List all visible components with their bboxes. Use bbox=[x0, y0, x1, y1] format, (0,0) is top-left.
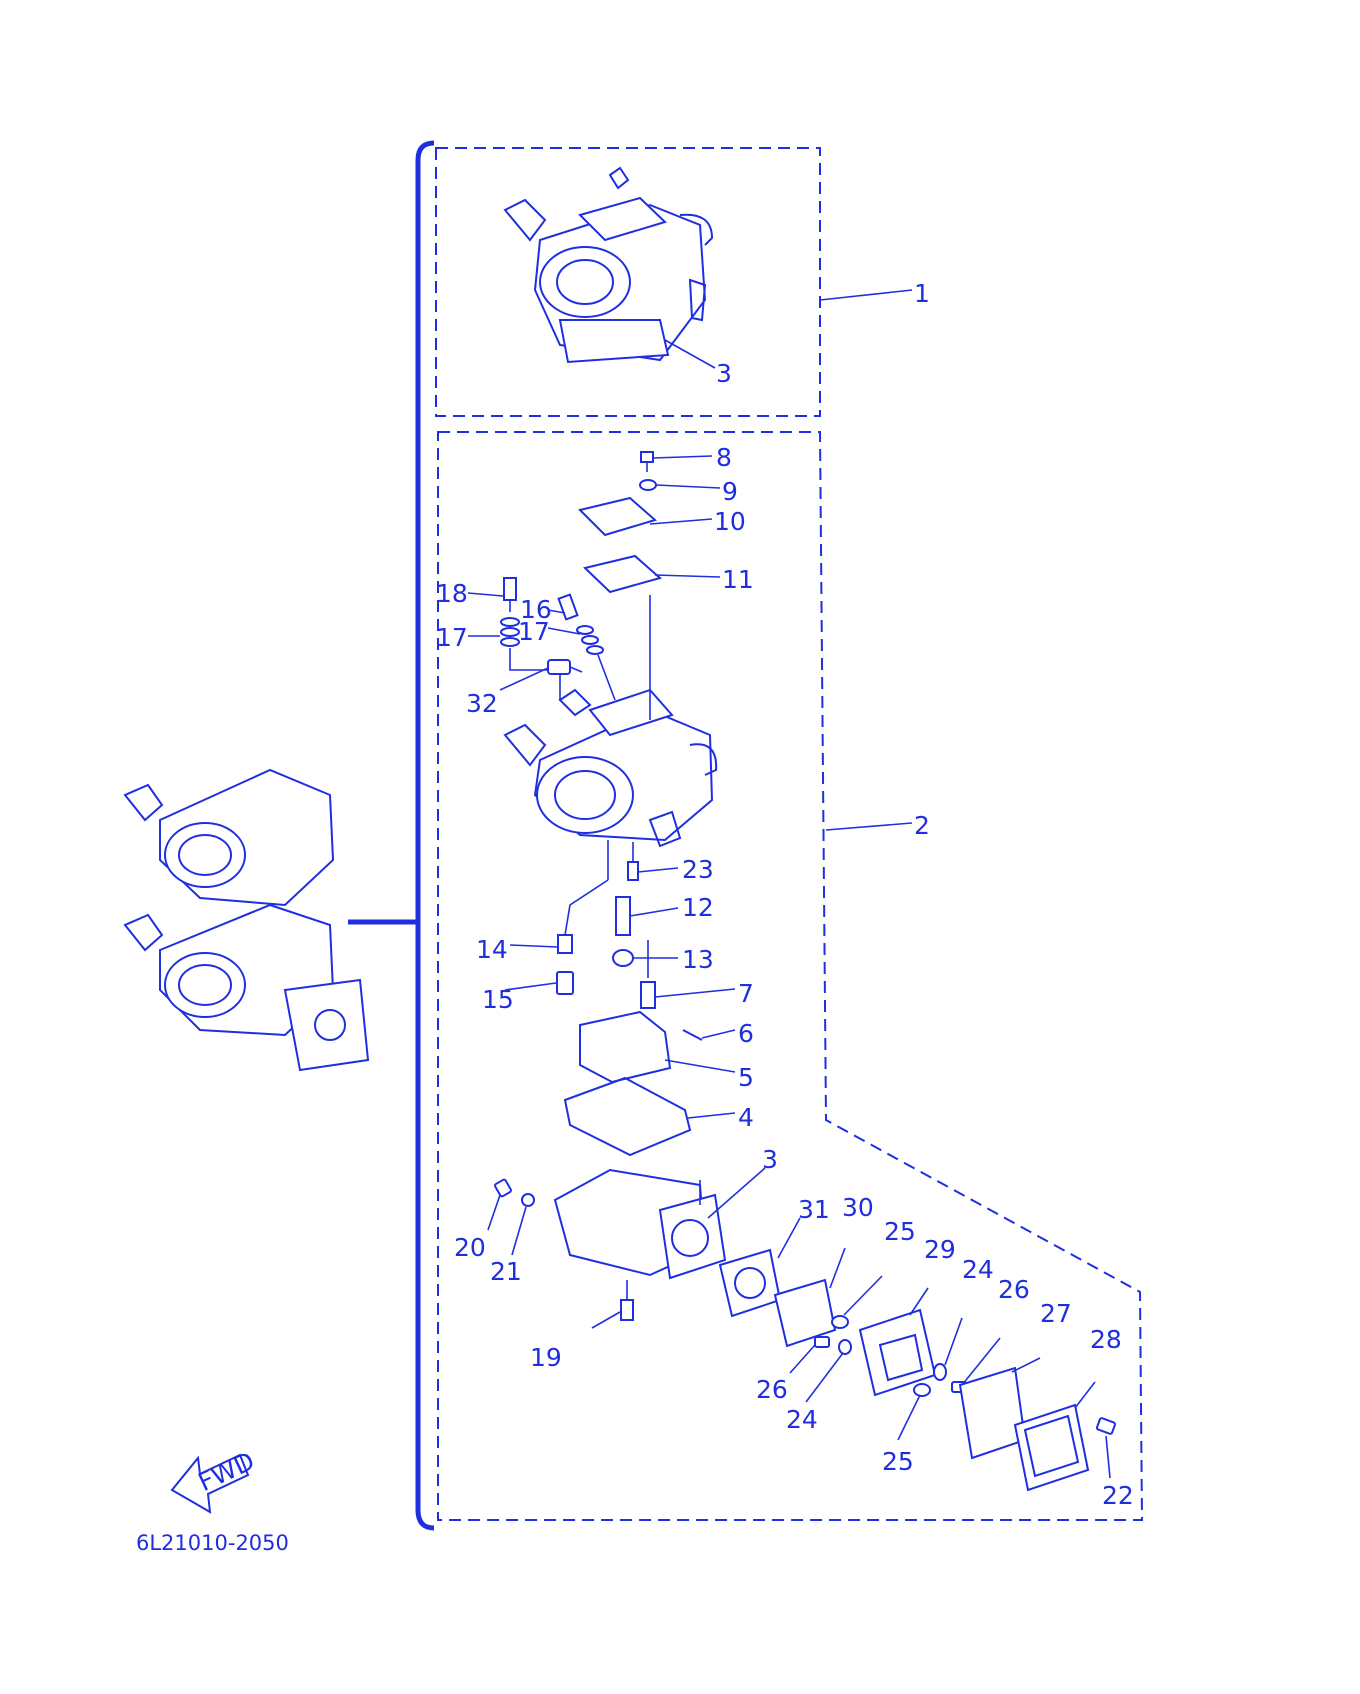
gasket-11 bbox=[582, 554, 663, 594]
jet-23 bbox=[627, 861, 639, 881]
cover-10 bbox=[578, 496, 658, 537]
screw-26-left bbox=[814, 1336, 830, 1348]
fwd-label: FWD bbox=[194, 1446, 259, 1497]
label-23: 23 bbox=[682, 855, 714, 884]
label-1: 1 bbox=[914, 279, 930, 308]
label-25a: 25 bbox=[884, 1217, 916, 1246]
main-jet-13 bbox=[612, 949, 634, 967]
spring-17-right bbox=[576, 625, 604, 655]
valve-25-top bbox=[831, 1315, 849, 1329]
valve-25-bottom bbox=[913, 1383, 931, 1397]
diaphragm-27 bbox=[958, 1366, 1027, 1460]
label-11: 11 bbox=[722, 565, 754, 594]
label-26a: 26 bbox=[998, 1275, 1030, 1304]
needle-valve-7 bbox=[640, 981, 656, 1009]
box-assembly-2 bbox=[437, 431, 1144, 1521]
float-gasket-4 bbox=[563, 1076, 692, 1157]
emulsion-tube-12 bbox=[615, 896, 631, 936]
label-24b: 24 bbox=[786, 1405, 818, 1434]
label-18: 18 bbox=[436, 579, 468, 608]
label-24a: 24 bbox=[962, 1255, 994, 1284]
label-28: 28 bbox=[1090, 1325, 1122, 1354]
label-27: 27 bbox=[1040, 1299, 1072, 1328]
gasket-31 bbox=[718, 1248, 782, 1318]
label-5: 5 bbox=[738, 1063, 754, 1092]
spring-17-left bbox=[500, 617, 520, 647]
valve-24-left bbox=[838, 1339, 852, 1355]
label-2: 2 bbox=[914, 811, 930, 840]
leader-lines bbox=[467, 289, 1111, 1479]
float-pin-6 bbox=[682, 1029, 703, 1041]
label-10: 10 bbox=[714, 507, 746, 536]
label-30: 30 bbox=[842, 1193, 874, 1222]
label-29: 29 bbox=[924, 1235, 956, 1264]
carburetor-assembly-top bbox=[503, 166, 714, 364]
label-9: 9 bbox=[722, 477, 738, 506]
label-17b: 17 bbox=[518, 617, 550, 646]
washer-21 bbox=[521, 1193, 535, 1207]
label-4: 4 bbox=[738, 1103, 754, 1132]
label-3a: 3 bbox=[716, 359, 732, 388]
label-26b: 26 bbox=[756, 1375, 788, 1404]
label-31: 31 bbox=[798, 1195, 830, 1224]
drain-screw-19 bbox=[620, 1280, 634, 1321]
bowl-flange bbox=[658, 1193, 727, 1280]
carburetor-pair-assembled bbox=[123, 768, 370, 1072]
assembly-bracket bbox=[415, 140, 435, 1531]
box-assembly-1 bbox=[435, 147, 821, 417]
diaphragm-30 bbox=[773, 1278, 837, 1348]
label-19: 19 bbox=[530, 1343, 562, 1372]
pump-body-29 bbox=[858, 1308, 937, 1397]
pilot-screw-18 bbox=[503, 577, 517, 612]
fwd-arrow bbox=[170, 1453, 250, 1514]
washer-9 bbox=[639, 479, 657, 491]
carburetor-body bbox=[503, 688, 718, 848]
drawing-code: 6L21010-2050 bbox=[136, 1531, 289, 1555]
label-14: 14 bbox=[476, 935, 508, 964]
part-labels: 1 2 3 8 9 10 11 18 16 17 17 32 23 12 14 … bbox=[436, 279, 1134, 1510]
label-20: 20 bbox=[454, 1233, 486, 1262]
label-3b: 3 bbox=[762, 1145, 778, 1174]
pump-cover-28 bbox=[1013, 1403, 1090, 1492]
label-13: 13 bbox=[682, 945, 714, 974]
screw-22 bbox=[1095, 1417, 1117, 1435]
jet-14 bbox=[557, 934, 573, 954]
label-32: 32 bbox=[466, 689, 498, 718]
float-5 bbox=[579, 1010, 672, 1084]
plug-15 bbox=[556, 971, 574, 995]
label-22: 22 bbox=[1102, 1481, 1134, 1510]
label-12: 12 bbox=[682, 893, 714, 922]
plunger-32 bbox=[547, 659, 583, 675]
label-6: 6 bbox=[738, 1019, 754, 1048]
valve-24-right bbox=[933, 1363, 947, 1381]
screw-8 bbox=[640, 451, 654, 472]
label-16: 16 bbox=[520, 595, 552, 624]
label-7: 7 bbox=[738, 979, 754, 1008]
label-17a: 17 bbox=[436, 623, 468, 652]
label-15: 15 bbox=[482, 985, 514, 1014]
label-25b: 25 bbox=[882, 1447, 914, 1476]
label-8: 8 bbox=[716, 443, 732, 472]
screw-16 bbox=[557, 593, 579, 621]
screw-20 bbox=[494, 1178, 512, 1198]
label-21: 21 bbox=[490, 1257, 522, 1286]
